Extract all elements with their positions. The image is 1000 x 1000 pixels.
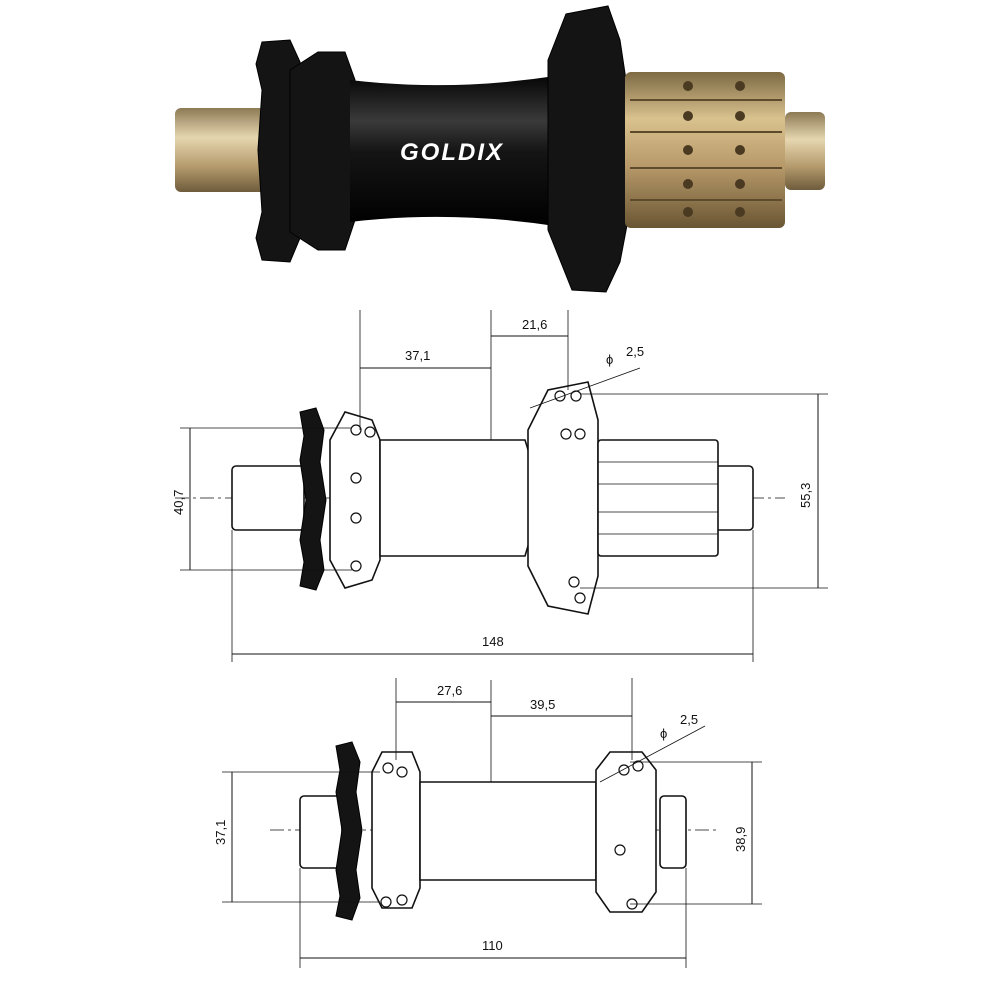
rear-rotor-mount	[299, 407, 327, 591]
left-spoke-flange	[289, 51, 356, 251]
front-dim-27-6: 27,6	[437, 683, 462, 698]
rear-dim-55-3: 55,3	[798, 483, 813, 508]
front-dim-110: 110	[482, 938, 503, 953]
rear-left-axle	[231, 465, 305, 531]
freehub-body	[625, 72, 785, 228]
right-axle-end	[785, 112, 825, 190]
front-dim-37-1: 37,1	[213, 820, 228, 845]
rear-dim-hole: 2,5	[626, 344, 644, 359]
front-dim-38-9: 38,9	[733, 827, 748, 852]
rear-right-flange	[527, 381, 599, 615]
front-right-flange	[595, 751, 657, 913]
front-hub-drawing: 27,6 39,5 ϕ 2,5 37,1 38,9 110	[213, 678, 762, 968]
rear-spoke-holes	[350, 390, 586, 604]
front-diameter-symbol: ϕ	[660, 726, 667, 741]
brand-logo: GOLDIX	[400, 139, 504, 166]
front-hub-shell	[419, 781, 597, 881]
front-dim-39-5: 39,5	[530, 697, 555, 712]
front-right-axle	[659, 795, 687, 869]
front-left-flange	[371, 751, 421, 909]
rear-freehub	[597, 439, 719, 557]
left-axle-end	[175, 108, 270, 192]
hub-photo: GOLDIX	[175, 5, 825, 293]
rear-hub-shell	[379, 439, 536, 557]
front-left-axle	[299, 795, 343, 869]
rear-right-axle	[714, 465, 754, 531]
front-hole-leader	[599, 725, 706, 783]
right-spoke-flange	[547, 5, 629, 293]
rear-dim-37-1: 37,1	[405, 348, 430, 363]
rear-dim-21-6: 21,6	[522, 317, 547, 332]
rear-diameter-symbol: ϕ	[606, 352, 613, 367]
rear-dim-148: 148	[482, 634, 504, 649]
freehub-splines	[630, 99, 782, 201]
rear-freehub-splines	[598, 461, 718, 535]
freehub-holes	[683, 81, 745, 217]
rear-dim-40-7: 40,7	[171, 490, 186, 515]
front-spoke-holes	[380, 760, 644, 910]
hub-shell-body	[350, 76, 555, 226]
rear-hole-leader	[529, 367, 641, 409]
rear-left-flange	[329, 411, 381, 589]
rear-hub-drawing: 37,1 21,6 ϕ 2,5 40,7 55,3 148	[171, 310, 828, 662]
front-dim-hole: 2,5	[680, 712, 698, 727]
